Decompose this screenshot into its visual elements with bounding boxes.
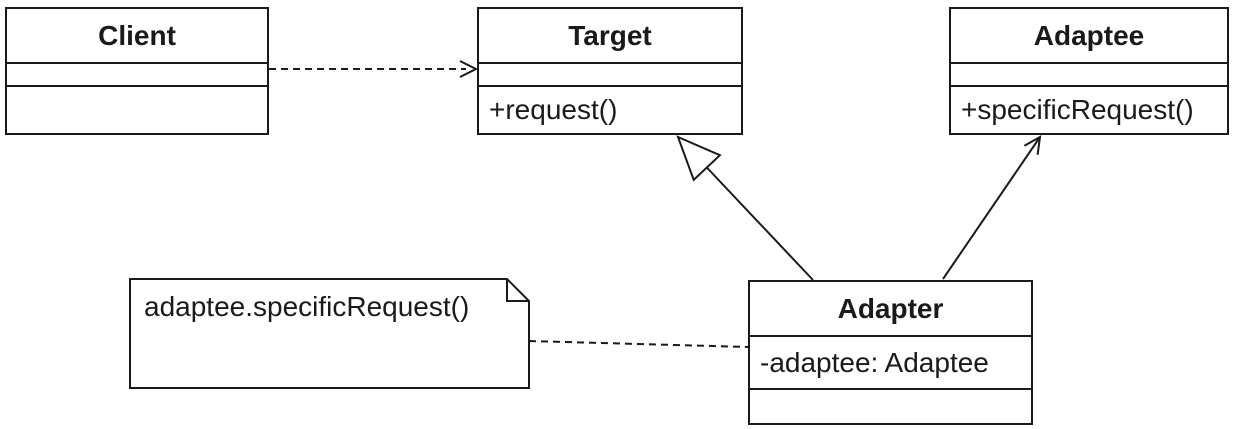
class-title-adapter: Adapter <box>750 282 1031 337</box>
hollow-triangle-arrowhead-icon <box>676 135 722 182</box>
class-box-client: Client <box>5 7 269 135</box>
class-title-client: Client <box>7 9 267 64</box>
class-attributes-adaptee <box>951 64 1227 87</box>
generalization-arrow-adapter-target <box>676 135 814 281</box>
class-title-target: Target <box>479 9 741 64</box>
class-methods-adapter <box>750 390 1031 423</box>
class-attributes-target <box>479 64 741 87</box>
class-box-adapter: Adapter -adaptee: Adaptee <box>748 280 1033 425</box>
class-box-target: Target +request() <box>477 7 743 135</box>
class-attribute-adaptee-field: -adaptee: Adaptee <box>750 337 1031 390</box>
open-arrowhead-icon <box>459 60 479 78</box>
class-method-specific-request: +specificRequest() <box>961 94 1194 125</box>
class-method-request: +request() <box>489 94 618 125</box>
class-attributes-client <box>7 64 267 87</box>
open-arrowhead-icon <box>1023 135 1042 155</box>
dependency-arrow-client-target <box>269 60 479 78</box>
class-title-adaptee: Adaptee <box>951 9 1227 64</box>
association-arrow-adapter-adaptee <box>942 135 1042 280</box>
class-box-adaptee: Adaptee +specificRequest() <box>949 7 1229 135</box>
note-anchor-line <box>528 340 749 348</box>
generalization-line <box>706 166 814 281</box>
note-text: adaptee.specificRequest() <box>144 291 470 322</box>
association-line <box>942 136 1041 280</box>
note-fold-icon <box>506 279 529 302</box>
class-methods-client <box>7 87 267 133</box>
